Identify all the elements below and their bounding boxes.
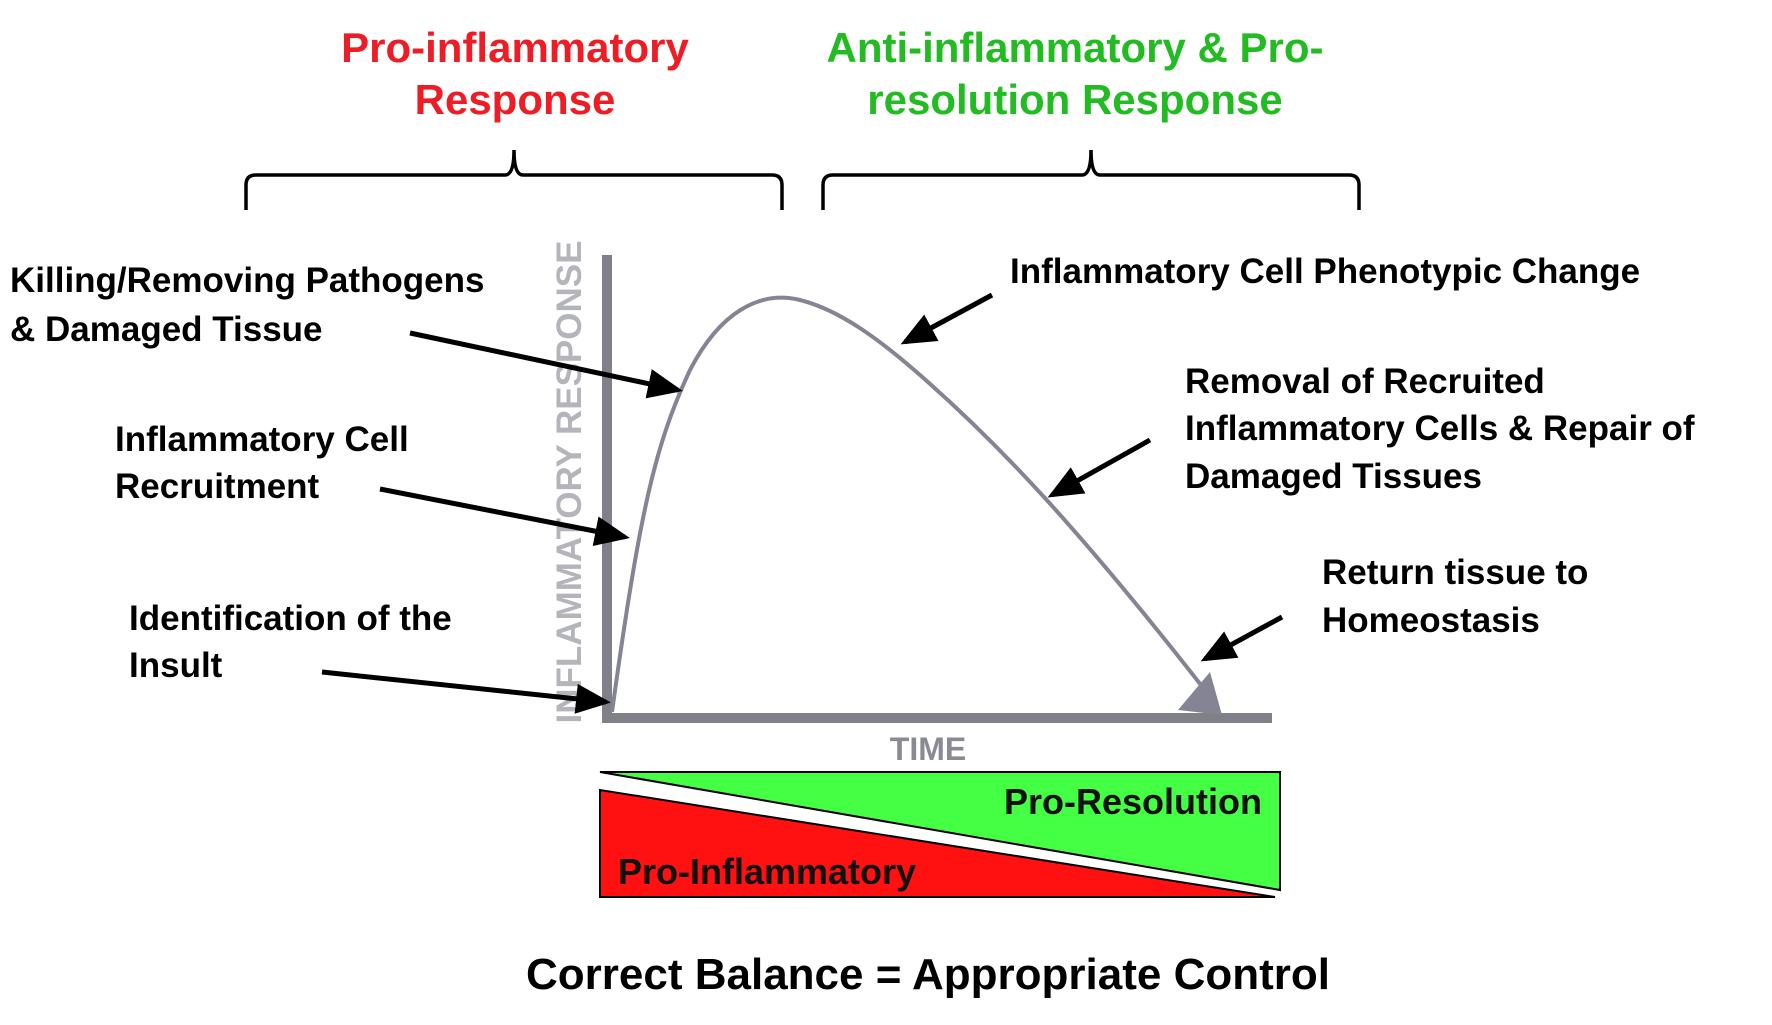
anti-inflammatory-title-line2: resolution Response — [867, 76, 1282, 123]
identification-arrow — [321, 669, 611, 714]
pro-inflammatory-label: Pro-Inflammatory — [618, 851, 916, 892]
killing-arrow — [409, 330, 683, 399]
x-axis-label: TIME — [890, 731, 966, 767]
homeostasis-label-line2: Homeostasis — [1322, 601, 1540, 640]
y-axis-label: INFLAMMATORY RESPONSE — [550, 241, 589, 724]
pro-inflammatory-title-line1: Pro-inflammatory — [341, 24, 689, 71]
identification-label-line2: Insult — [129, 646, 223, 685]
homeostasis-label-line1: Return tissue to — [1322, 553, 1588, 592]
curve-end-arrowhead — [1178, 672, 1222, 715]
pro-resolution-label: Pro-Resolution — [1004, 781, 1262, 822]
phenotypic-label: Inflammatory Cell Phenotypic Change — [1010, 252, 1640, 291]
pro-inflammatory-brace — [244, 149, 784, 210]
removal-label-line1: Removal of Recruited — [1185, 362, 1545, 401]
anti-inflammatory-title-line1: Anti-inflammatory & Pro- — [826, 24, 1323, 71]
pro-inflammatory-triangle — [599, 788, 1276, 898]
removal-arrow — [1047, 437, 1152, 498]
inflammatory-response-curve — [610, 295, 1210, 713]
footer-caption: Correct Balance = Appropriate Control — [526, 950, 1330, 999]
pro-inflammatory-title-line2: Response — [415, 76, 616, 123]
removal-label-line3: Damaged Tissues — [1185, 457, 1482, 496]
killing-label-line2: & Damaged Tissue — [10, 310, 323, 349]
homeostasis-arrow — [1200, 614, 1284, 662]
recruitment-label-line2: Recruitment — [115, 467, 320, 506]
recruitment-label-line1: Inflammatory Cell — [115, 420, 409, 459]
recruitment-arrow — [379, 486, 630, 546]
pro-resolution-triangle — [599, 771, 1281, 892]
phenotypic-arrow — [900, 292, 994, 345]
anti-inflammatory-brace — [821, 149, 1361, 210]
removal-label-line2: Inflammatory Cells & Repair of — [1185, 409, 1695, 448]
identification-label-line1: Identification of the — [129, 599, 452, 638]
killing-label-line1: Killing/Removing Pathogens — [10, 261, 484, 300]
